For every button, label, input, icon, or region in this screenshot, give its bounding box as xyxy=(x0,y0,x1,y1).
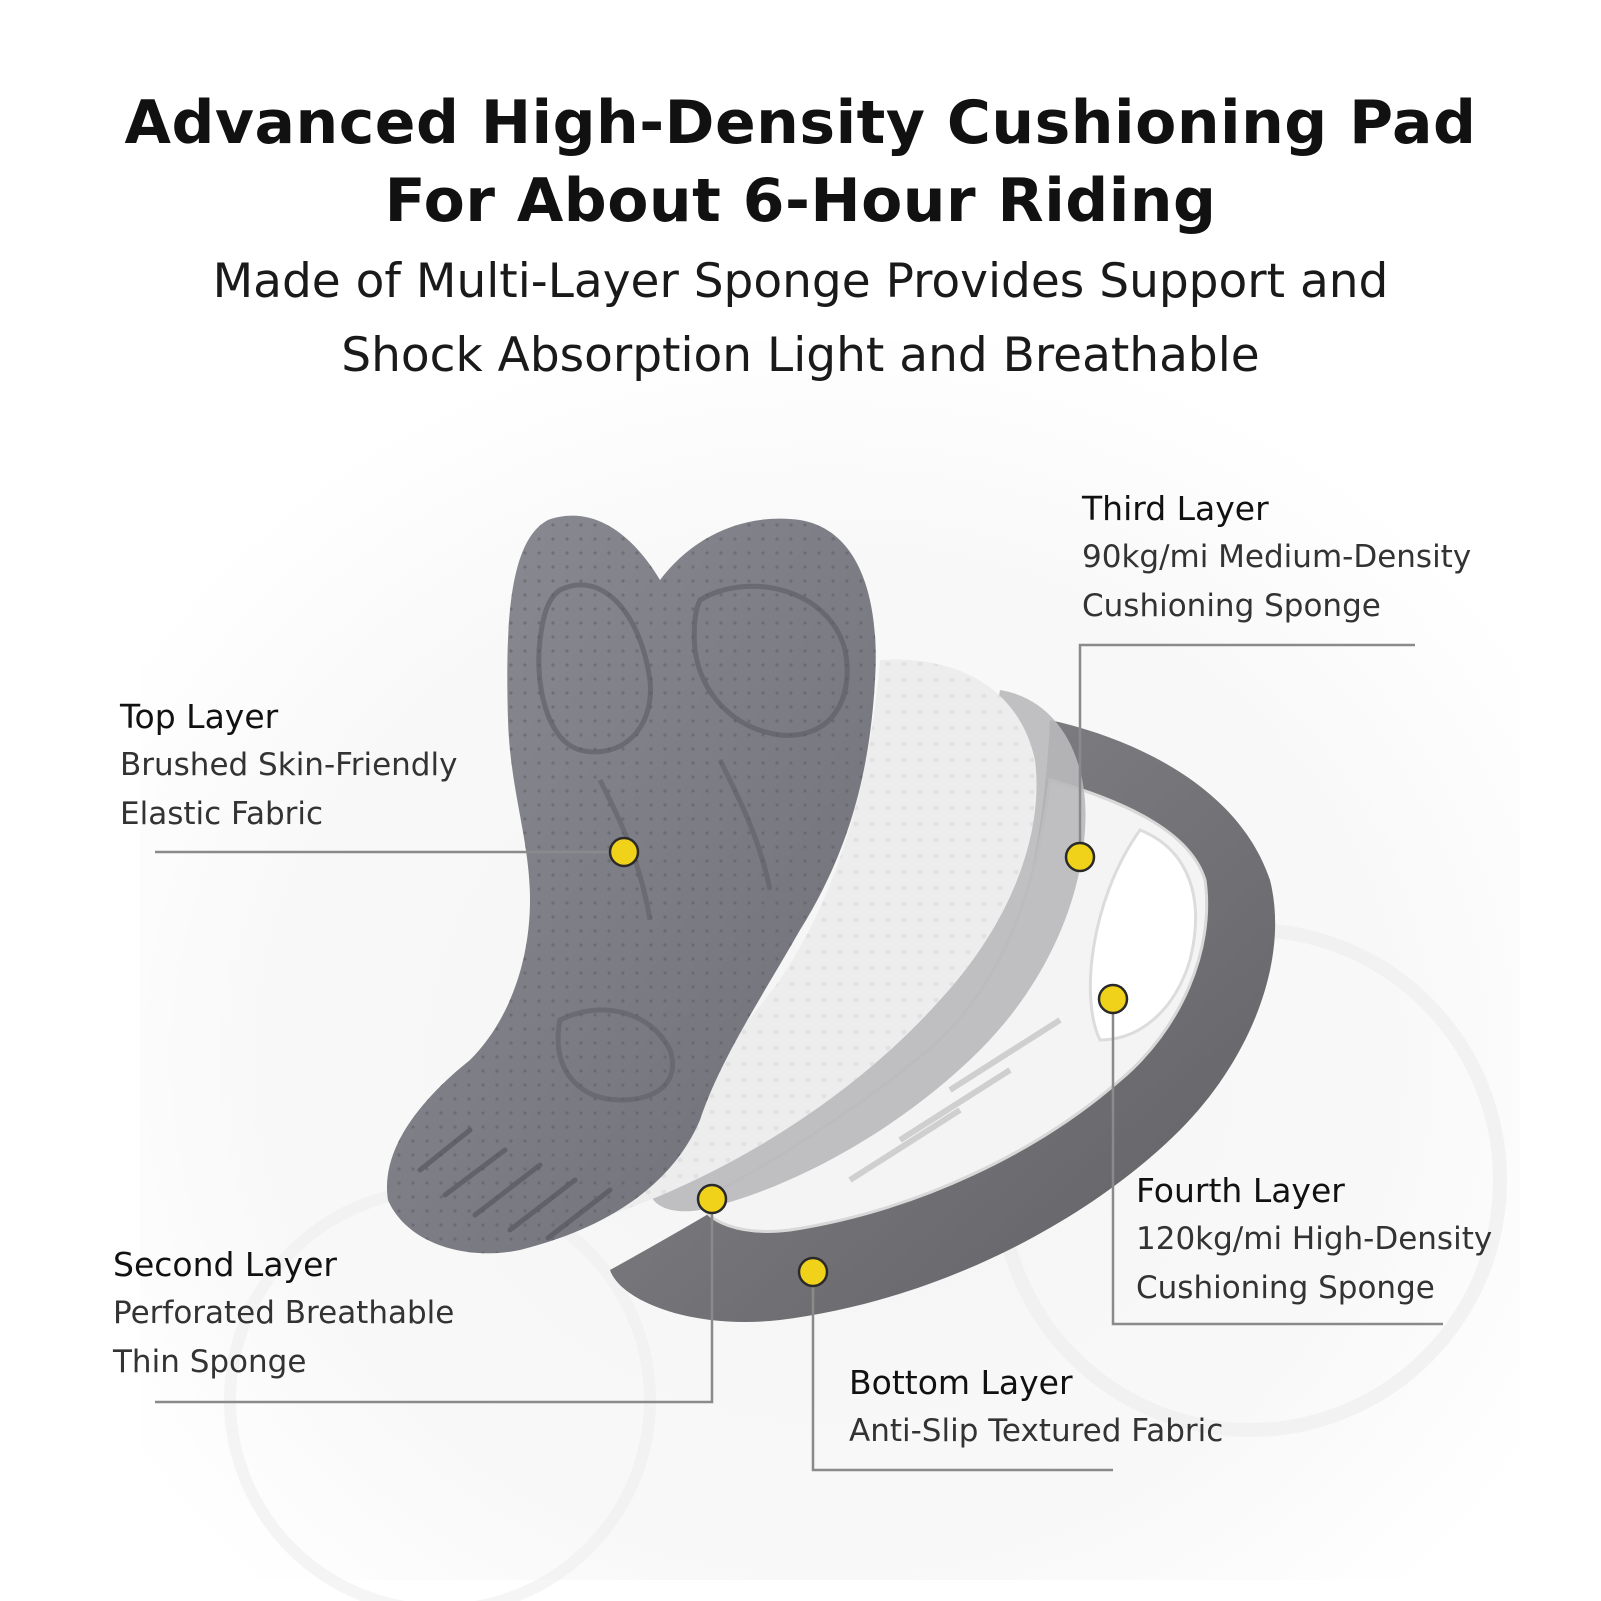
headline-line-1: Advanced High-Density Cushioning Pad xyxy=(124,88,1477,158)
subheading-line-2: Shock Absorption Light and Breathable xyxy=(341,328,1260,383)
third-layer-label: Third Layer 90kg/mi Medium-Density Cushi… xyxy=(1082,484,1471,631)
third-layer-name: Third Layer xyxy=(1082,489,1269,528)
second-layer-name: Second Layer xyxy=(113,1245,337,1284)
third-layer-leader xyxy=(1078,643,1415,856)
top-layer-desc-2: Elastic Fabric xyxy=(120,796,324,832)
bottom-layer-leader xyxy=(811,1272,1113,1472)
fourth-layer-name: Fourth Layer xyxy=(1136,1171,1345,1210)
subheading-line-1: Made of Multi-Layer Sponge Provides Supp… xyxy=(212,254,1389,309)
second-layer-leader xyxy=(155,1198,714,1404)
second-layer-marker xyxy=(696,1183,728,1215)
top-layer-desc-1: Brushed Skin-Friendly xyxy=(120,747,458,783)
third-layer-desc-1: 90kg/mi Medium-Density xyxy=(1082,539,1472,575)
top-layer-marker xyxy=(608,836,640,868)
headline-line-2: For About 6-Hour Riding xyxy=(384,166,1217,236)
second-layer-label: Second Layer Perforated Breathable Thin … xyxy=(113,1240,454,1387)
fourth-layer-marker xyxy=(1097,983,1129,1015)
bottom-layer-name: Bottom Layer xyxy=(849,1363,1073,1402)
fourth-layer-desc-2: Cushioning Sponge xyxy=(1136,1270,1435,1306)
third-layer-desc-2: Cushioning Sponge xyxy=(1082,588,1381,624)
bottom-layer-label: Bottom Layer Anti-Slip Textured Fabric xyxy=(849,1358,1223,1456)
second-layer-desc-2: Thin Sponge xyxy=(113,1344,307,1380)
bottom-layer-desc-1: Anti-Slip Textured Fabric xyxy=(849,1413,1224,1449)
top-layer-name: Top Layer xyxy=(120,697,279,736)
third-layer-marker xyxy=(1064,841,1096,873)
fourth-layer-label: Fourth Layer 120kg/mi High-Density Cushi… xyxy=(1136,1166,1492,1313)
second-layer-desc-1: Perforated Breathable xyxy=(113,1295,455,1331)
top-layer-label: Top Layer Brushed Skin-Friendly Elastic … xyxy=(120,692,457,839)
fourth-layer-desc-1: 120kg/mi High-Density xyxy=(1136,1221,1493,1257)
fourth-layer-leader xyxy=(1111,998,1443,1326)
bottom-layer-marker xyxy=(797,1256,829,1288)
